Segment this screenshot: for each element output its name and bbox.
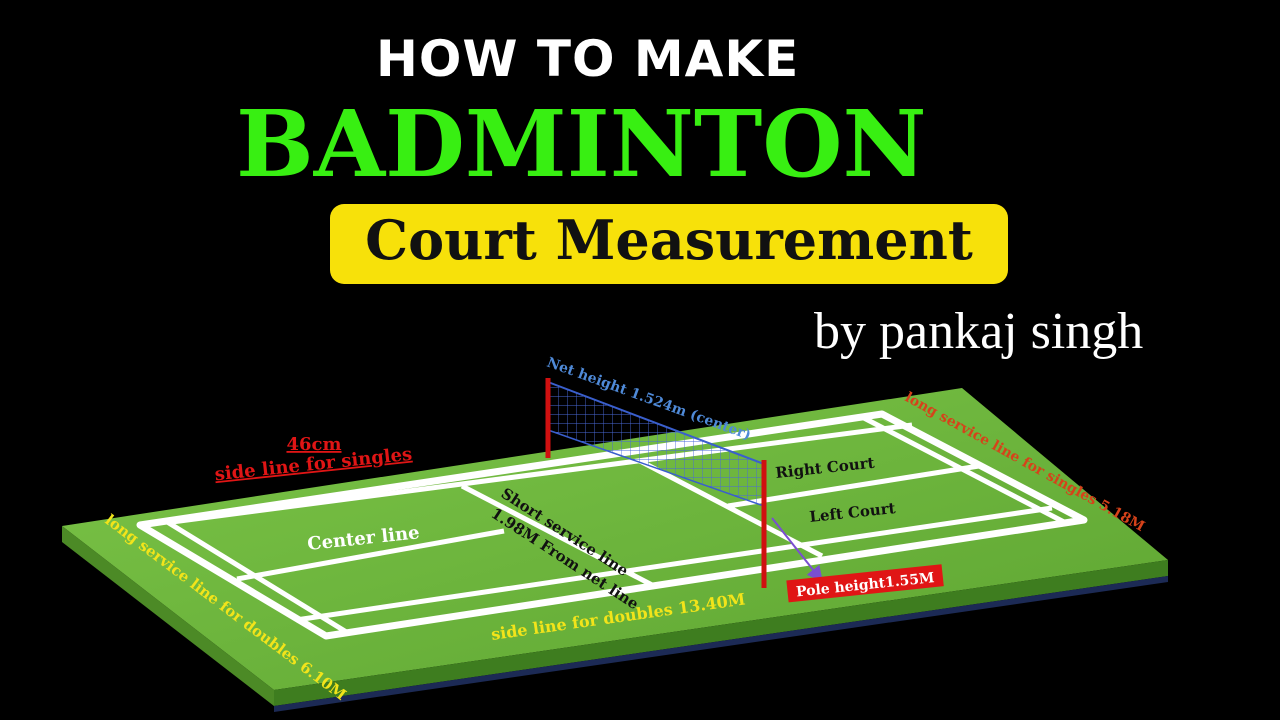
court-lines [136, 410, 1088, 640]
net [545, 378, 823, 588]
center-line-right [727, 463, 980, 509]
title-line-how-to-make: HOW TO MAKE [376, 30, 800, 88]
author-byline: by pankaj singh [814, 303, 1144, 360]
title-line-badminton: BADMINTON [236, 90, 927, 198]
pole-height-label-bg [786, 564, 944, 603]
short-service-line-right [638, 458, 824, 559]
title-highlight-pill [330, 204, 1008, 284]
label-singles-width-value: 46cm [286, 434, 341, 455]
singles-side-line-near [295, 505, 1053, 623]
title-line-court-measurement: Court Measurement [365, 208, 973, 272]
center-line-left [236, 528, 505, 582]
singles-side-line-far [171, 422, 913, 525]
pole-height-arrow [771, 517, 823, 583]
short-service-line-left [460, 483, 656, 589]
